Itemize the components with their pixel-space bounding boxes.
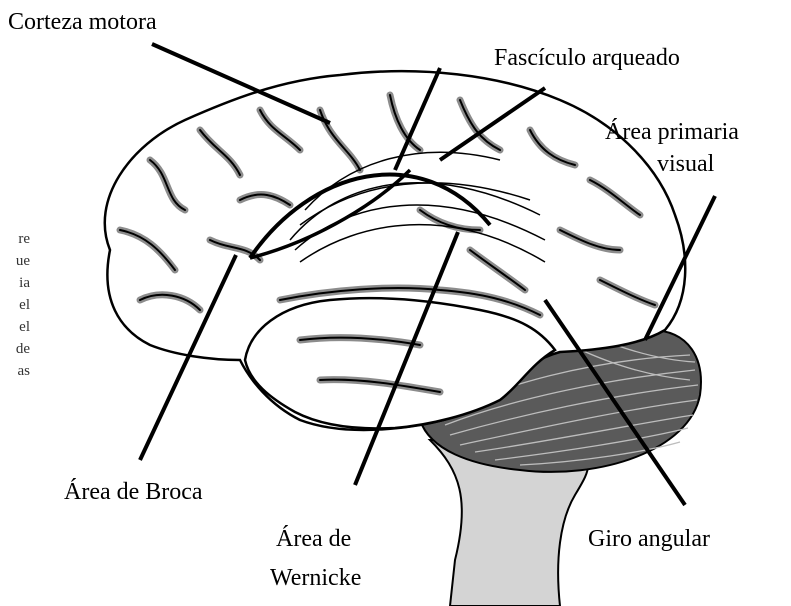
- left-paragraph-fragments: re ue ia el el de as: [0, 228, 30, 382]
- fragment-6: as: [0, 360, 30, 382]
- label-primary-visual-line2: visual: [657, 150, 714, 178]
- label-arcuate-fasciculus: Fascículo arqueado: [494, 44, 680, 72]
- fragment-5: de: [0, 338, 30, 360]
- label-motor-cortex: Corteza motora: [8, 8, 157, 36]
- fragment-2: ia: [0, 272, 30, 294]
- fragment-1: ue: [0, 250, 30, 272]
- label-angular-gyrus: Giro angular: [588, 525, 710, 553]
- label-primary-visual-line1: Área primaria: [605, 118, 739, 146]
- label-wernicke-line2: Wernicke: [270, 564, 361, 592]
- fragment-0: re: [0, 228, 30, 250]
- label-broca: Área de Broca: [64, 478, 203, 506]
- fragment-3: el: [0, 294, 30, 316]
- fragment-4: el: [0, 316, 30, 338]
- label-wernicke-line1: Área de: [276, 525, 351, 553]
